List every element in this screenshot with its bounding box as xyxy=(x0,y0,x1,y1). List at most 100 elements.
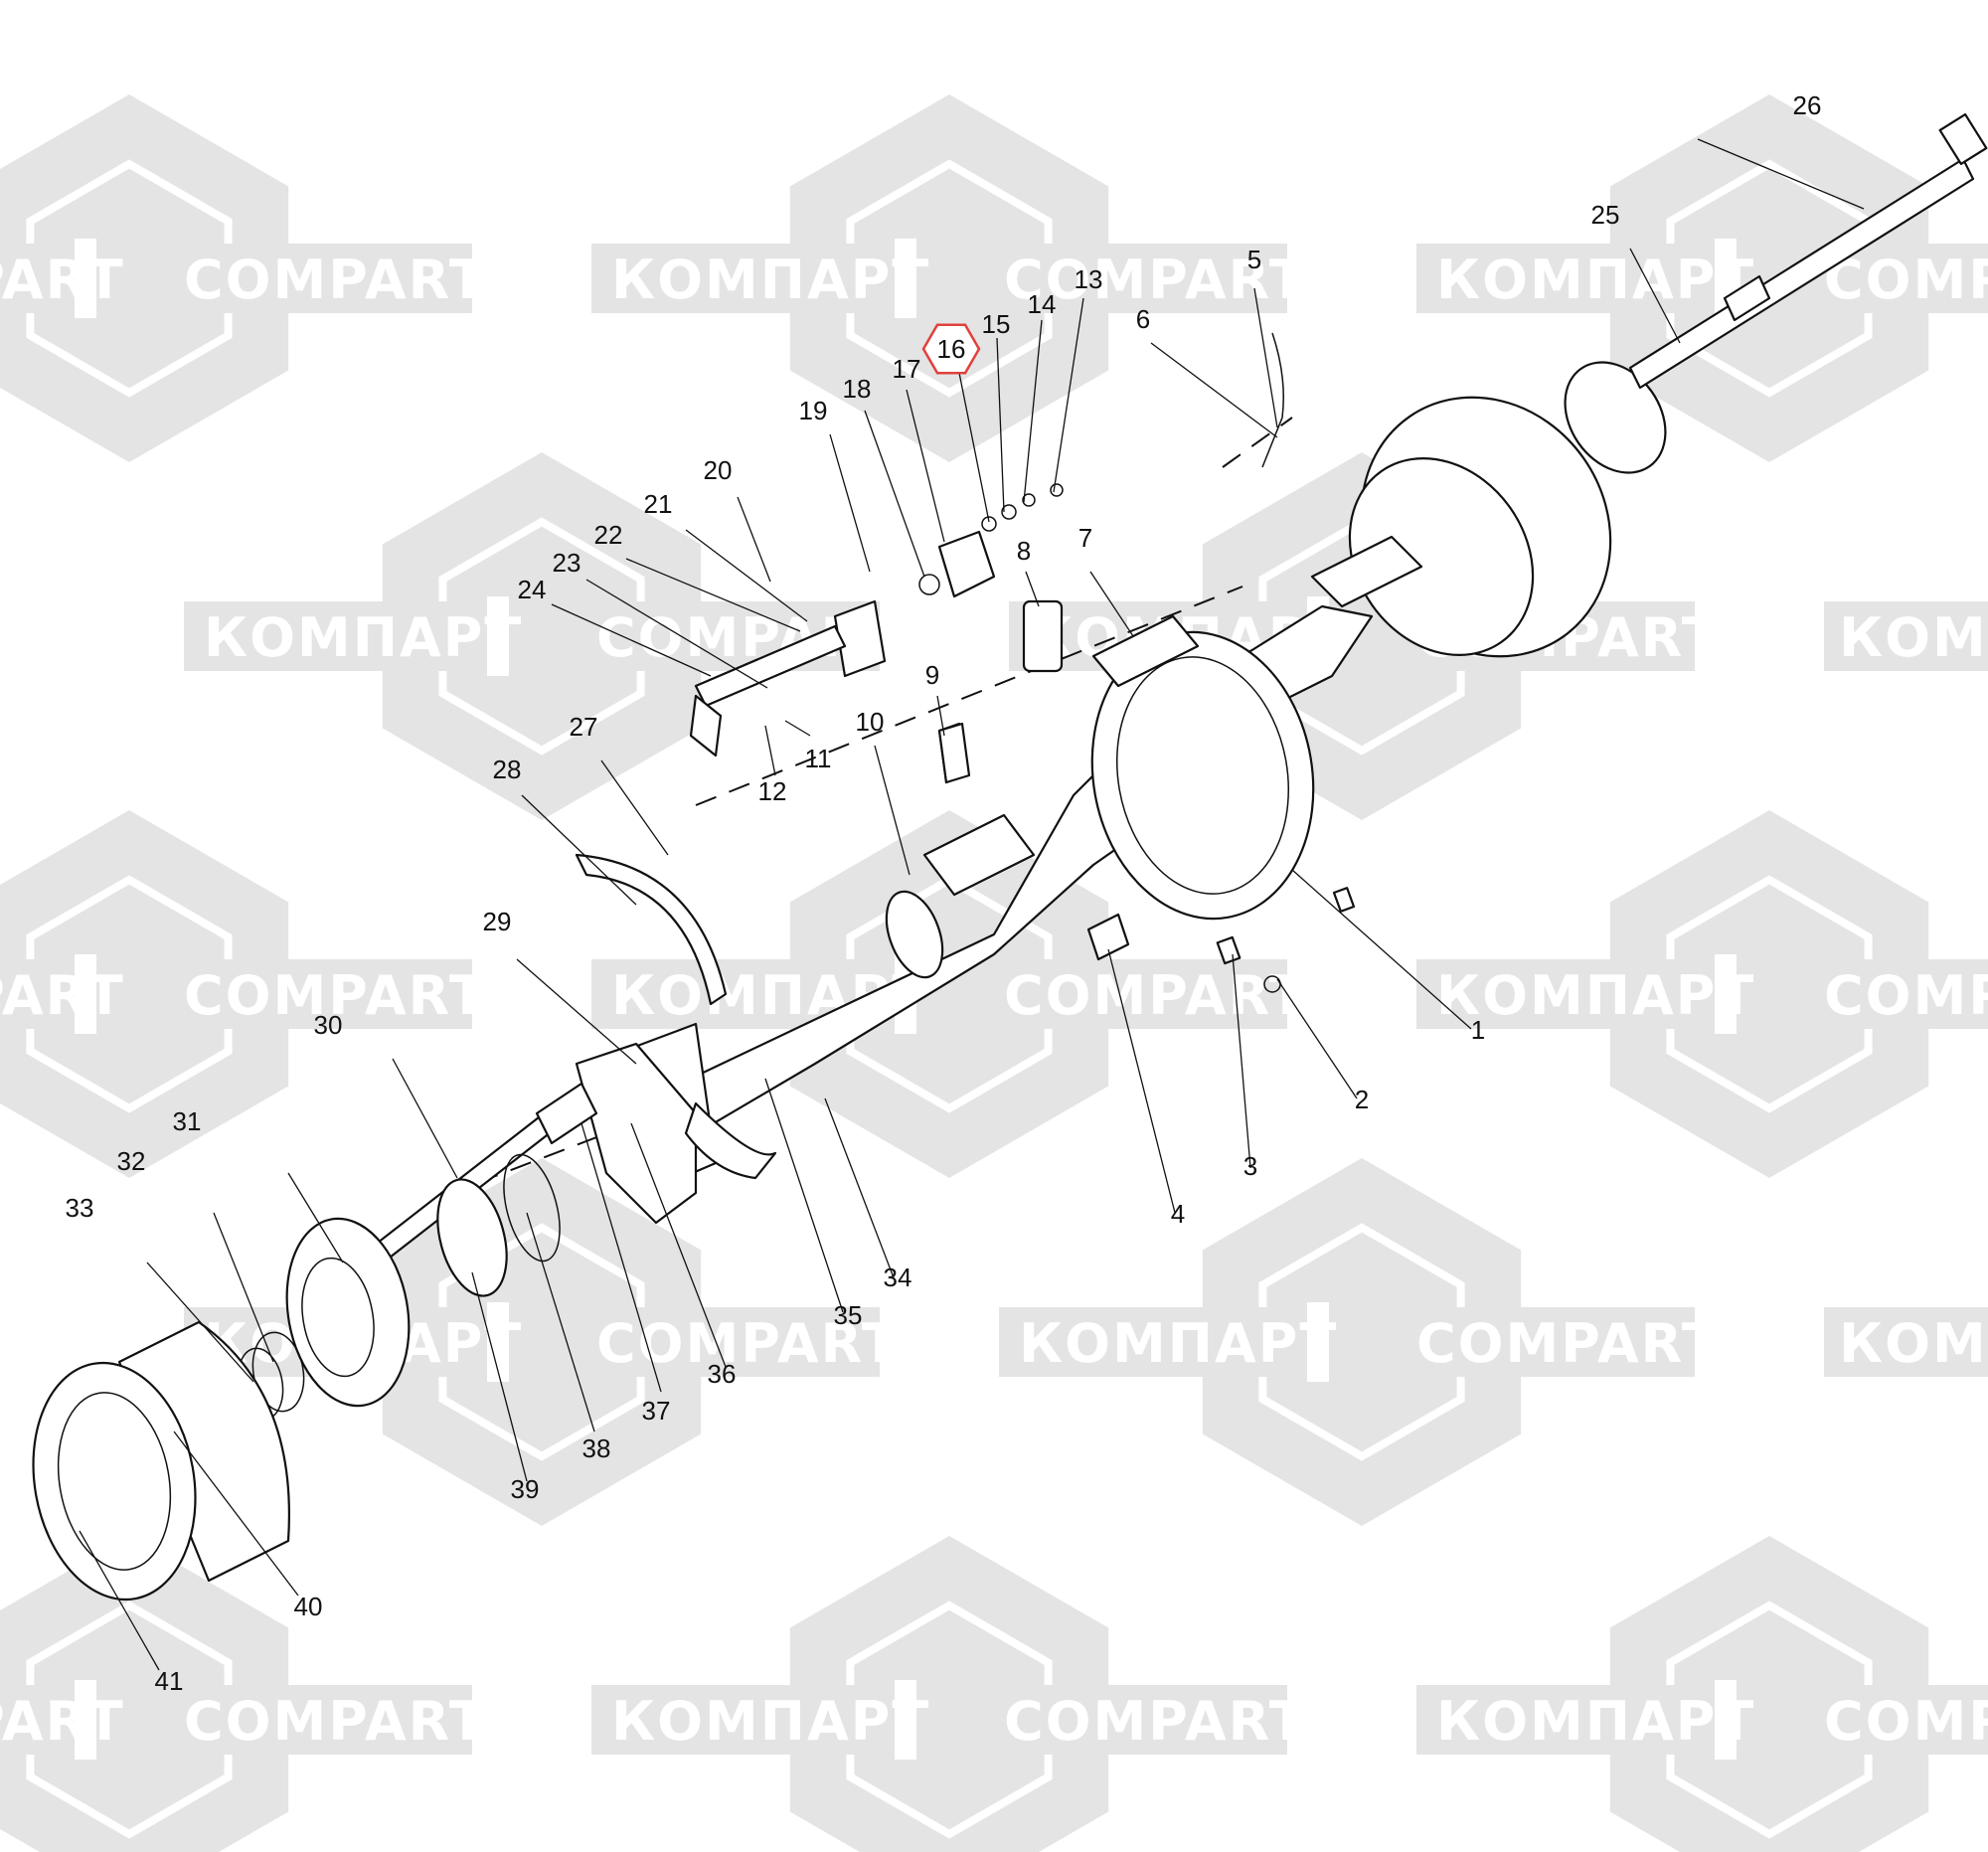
watermark-tile: КОМПАРТ COMPART xyxy=(1416,810,1988,1178)
callout-5: 5 xyxy=(1247,245,1261,274)
watermark-hexagon-outline xyxy=(26,1600,233,1839)
watermark-gap xyxy=(75,239,96,318)
callout-17: 17 xyxy=(893,354,921,384)
left-o-ring xyxy=(503,1153,561,1263)
callout-35: 35 xyxy=(834,1300,863,1330)
watermark-word-right: COMPART xyxy=(1004,964,1308,1027)
watermark-word-right: COMPART xyxy=(1824,964,1988,1027)
watermark-banner xyxy=(1416,959,1988,1029)
left-brake-carrier xyxy=(575,1042,777,1225)
callout-19: 19 xyxy=(799,396,828,425)
watermark-gap xyxy=(1715,1680,1737,1760)
left-brake-drum xyxy=(32,1320,290,1601)
callout-23: 23 xyxy=(553,548,581,578)
watermark-word-right: COMPART xyxy=(1004,249,1308,311)
watermark-word-right: COMPART xyxy=(184,964,488,1027)
watermark-word-left: КОМПАРТ xyxy=(611,1690,930,1753)
highlighted-callout-frame xyxy=(921,323,981,375)
watermark-banner xyxy=(591,244,1287,313)
callout-15: 15 xyxy=(982,309,1011,339)
callout-38: 38 xyxy=(582,1433,611,1463)
watermark-hexagon-outline xyxy=(1666,1600,1873,1839)
callout-11: 11 xyxy=(805,744,832,773)
watermark-tile: КОМПАРТ COMPART xyxy=(1416,94,1988,462)
breather-hose xyxy=(1261,332,1284,468)
callout-32: 32 xyxy=(117,1146,146,1176)
watermark-hexagon-outline xyxy=(846,875,1053,1113)
watermark-word-left: COMPART xyxy=(0,964,125,1027)
callout-24: 24 xyxy=(518,575,547,604)
callout-29: 29 xyxy=(483,907,512,936)
watermark-gap xyxy=(75,954,96,1034)
right-axle-shaft xyxy=(1628,112,1988,390)
watermark-word-right: COMPART xyxy=(1824,249,1988,311)
callout-6: 6 xyxy=(1136,304,1150,334)
watermark-hexagon-outline xyxy=(438,517,645,756)
watermark-banner xyxy=(591,1685,1287,1755)
callout-8: 8 xyxy=(1017,536,1031,566)
callout-36: 36 xyxy=(708,1359,737,1389)
part-number-callouts: 1234567891011121314151617181920212223242… xyxy=(66,90,1822,1696)
callout-13: 13 xyxy=(1075,264,1103,294)
callout-30: 30 xyxy=(314,1010,343,1040)
watermark-banner xyxy=(1416,244,1988,313)
watermark-word-right: COMPART xyxy=(1824,1690,1988,1753)
watermark-word-left: КОМПАРТ xyxy=(611,249,930,311)
callout-39: 39 xyxy=(511,1474,540,1504)
callout-16: 16 xyxy=(937,334,966,364)
watermark-gap xyxy=(75,1680,96,1760)
watermark-hexagon-outline xyxy=(26,159,233,398)
callout-3: 3 xyxy=(1243,1151,1257,1181)
upper-axis-line xyxy=(1222,417,1293,468)
axle-housing xyxy=(594,535,1423,1165)
callout-33: 33 xyxy=(66,1193,94,1223)
left-wheel-hub xyxy=(285,1217,411,1408)
watermark-word-edge: КОМПАРТ xyxy=(1839,1312,1988,1375)
watermark-hexagon-outline xyxy=(846,159,1053,398)
watermark-hexagon-outline xyxy=(1666,875,1873,1113)
watermark-tile: КОМПАРТ COMPART xyxy=(591,94,1308,462)
watermark-hexagon-outline xyxy=(846,1600,1053,1839)
left-hub-seal xyxy=(251,1331,305,1413)
watermark-gap xyxy=(895,1680,916,1760)
watermark-banner xyxy=(999,1307,1695,1377)
callout-2: 2 xyxy=(1355,1085,1369,1114)
watermark-word-left: КОМПАРТ xyxy=(1436,249,1755,311)
watermark-word-left: КОМПАРТ xyxy=(1436,1690,1755,1753)
sensor-plate xyxy=(1086,913,1130,961)
watermark-gap xyxy=(487,1302,509,1382)
watermark-gap xyxy=(1715,954,1737,1034)
watermark-gap xyxy=(487,596,509,676)
callout-14: 14 xyxy=(1028,289,1057,319)
callout-12: 12 xyxy=(758,776,787,806)
right-brake-drum xyxy=(1348,361,1667,658)
callout-28: 28 xyxy=(493,755,522,784)
callout-21: 21 xyxy=(644,489,673,519)
watermark-word-left: КОМПАРТ xyxy=(1436,964,1755,1027)
watermark-word-left: КОМПАРТ xyxy=(204,606,523,669)
watermark-banner-edge xyxy=(1824,601,1988,671)
leader-lines xyxy=(79,138,1865,1671)
callout-18: 18 xyxy=(843,374,872,404)
callout-41: 41 xyxy=(155,1666,184,1696)
watermark-hexagon-outline xyxy=(1258,1223,1465,1461)
watermark-layer: COMPARTCOMPARTКОМПАРТCOMPARTКОМПАРТCOMPA… xyxy=(0,94,1988,1852)
gasket-plate xyxy=(937,722,971,784)
watermark-gap xyxy=(895,239,916,318)
callout-20: 20 xyxy=(704,455,733,485)
watermark-word-right: COMPART xyxy=(184,1690,488,1753)
callout-7: 7 xyxy=(1078,523,1092,553)
watermark-word-right: COMPART xyxy=(184,249,488,311)
bolt-upper xyxy=(1332,887,1356,913)
watermark-tile: КОМПАРТ COMPART xyxy=(1416,1536,1988,1852)
callout-22: 22 xyxy=(594,520,623,550)
left-seal-ring xyxy=(436,1178,508,1297)
callout-9: 9 xyxy=(925,660,939,690)
watermark-banner-edge xyxy=(1824,1307,1988,1377)
callout-4: 4 xyxy=(1171,1199,1185,1229)
